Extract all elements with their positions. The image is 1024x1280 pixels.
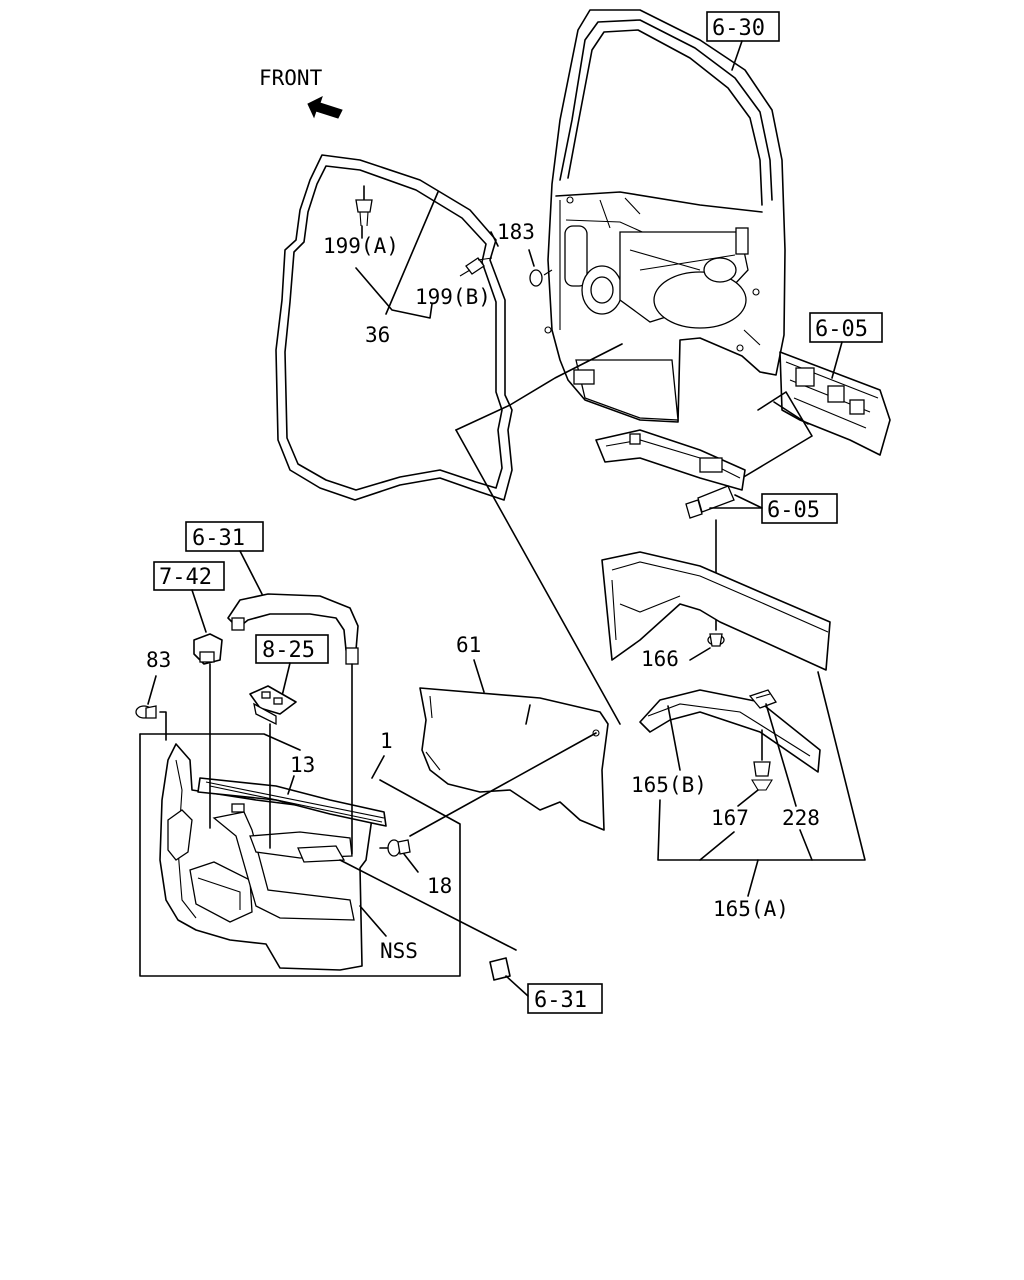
trim-bracket: [595, 429, 746, 491]
ref-box-lower-trim-top[interactable]: 6-05: [809, 312, 883, 343]
callout-199b: 199(B): [415, 285, 491, 309]
ref-box-switch[interactable]: 8-25: [255, 634, 329, 664]
ref-box-lower-trim-bolt[interactable]: 6-05: [761, 493, 838, 524]
door-trim-panel: [159, 743, 373, 971]
clip-228: [748, 689, 777, 709]
fender-cover-lower: [639, 689, 821, 773]
callout-36: 36: [365, 323, 390, 347]
callout-18: 18: [427, 874, 452, 898]
callout-165b: 165(B): [631, 773, 707, 797]
ref-box-door-frame-label: 6-30: [712, 16, 765, 41]
ref-box-lower-trim-top-label: 6-05: [815, 317, 868, 342]
callout-13: 13: [290, 753, 315, 777]
ref-box-grip-upper[interactable]: 6-31: [185, 521, 264, 552]
fender-cover-upper: [601, 551, 831, 671]
front-label: FRONT: [259, 66, 323, 90]
weatherstrip: [275, 154, 513, 501]
ref-box-door-frame[interactable]: 6-30: [706, 11, 780, 42]
ref-box-grip-lower[interactable]: 6-31: [527, 983, 603, 1014]
grip-cap: [489, 957, 511, 981]
bolt: [685, 485, 735, 519]
ref-box-lower-trim-bolt-label: 6-05: [767, 498, 820, 523]
ref-box-handle[interactable]: 7-42: [153, 561, 225, 591]
trim-strip-13: [197, 777, 387, 827]
screw-83: [135, 705, 157, 719]
plug-183: [529, 269, 543, 287]
clip-199b: [459, 257, 493, 277]
callout-1: 1: [380, 729, 393, 753]
ref-box-grip-upper-label: 6-31: [192, 526, 245, 551]
callout-nss: NSS: [380, 939, 418, 963]
callout-165a: 165(A): [713, 897, 789, 921]
clip-199a: [355, 185, 373, 227]
callout-167: 167: [711, 806, 749, 830]
ref-box-handle-label: 7-42: [159, 565, 212, 590]
ref-box-switch-label: 8-25: [262, 638, 315, 663]
window-switch: [249, 685, 297, 726]
callout-83: 83: [146, 648, 171, 672]
callout-199a: 199(A): [323, 234, 399, 258]
front-arrow-icon: [307, 96, 343, 119]
callout-166: 166: [641, 647, 679, 671]
sealing-screen: [419, 687, 609, 831]
door-handle: [193, 633, 223, 665]
door-frame: [544, 9, 786, 423]
callout-228: 228: [782, 806, 820, 830]
assist-grip: [227, 593, 359, 665]
clip-18: [387, 839, 411, 857]
callout-61: 61: [456, 633, 481, 657]
lower-trim-rear: [779, 351, 891, 456]
callout-183: 183: [497, 220, 535, 244]
ref-box-grip-lower-label: 6-31: [534, 988, 587, 1013]
clip-166: [707, 633, 725, 647]
clip-167: [751, 729, 773, 791]
